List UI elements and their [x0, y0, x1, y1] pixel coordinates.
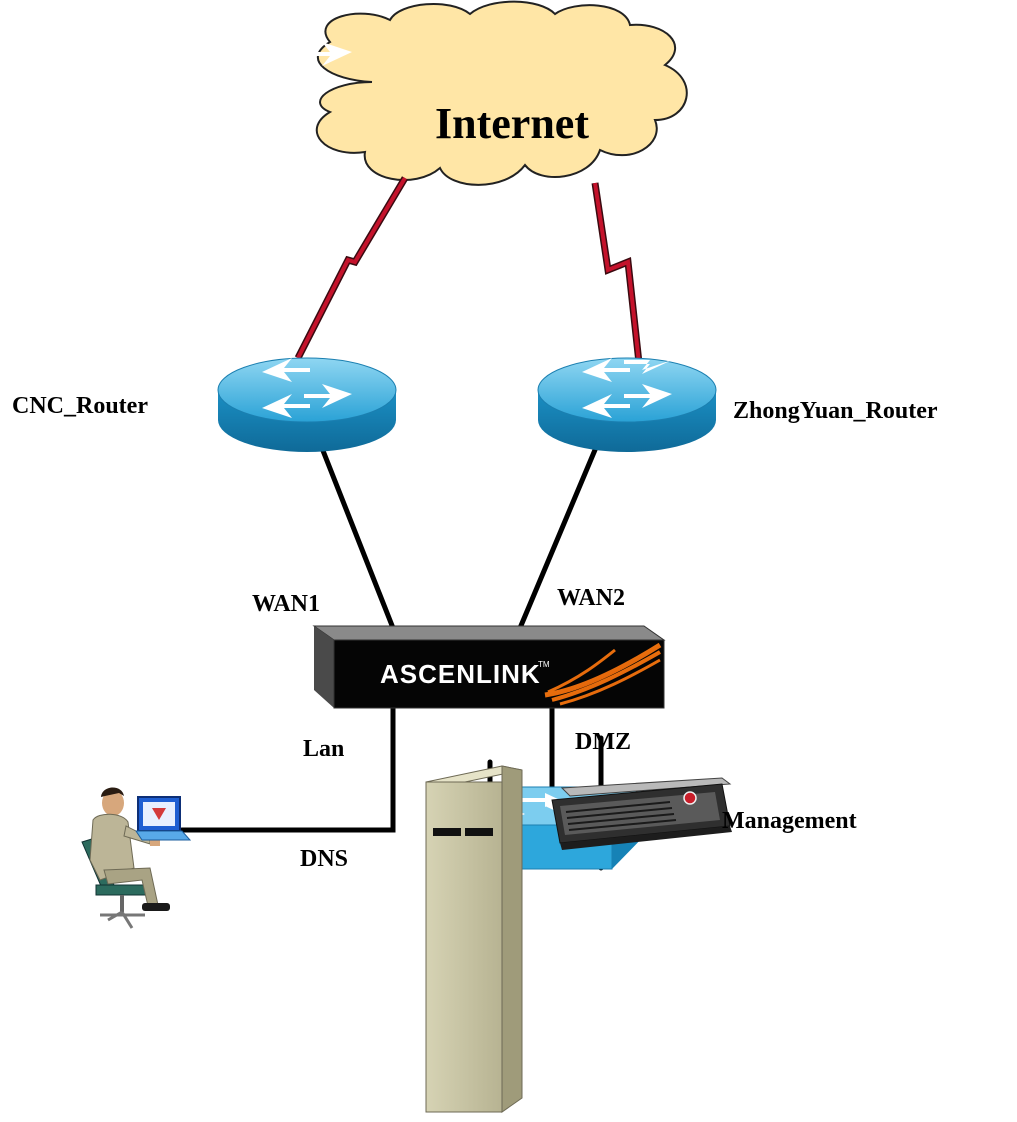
dns-server [425, 765, 523, 1113]
serial-links [294, 176, 644, 373]
lan-label: Lan [303, 736, 344, 762]
management-server [551, 777, 732, 850]
power-led-icon [683, 791, 697, 805]
dmz-label: DMZ [575, 729, 631, 755]
internet-label: Internet [435, 99, 589, 148]
serial-link-zhongyuan [591, 182, 644, 373]
drive-bay-left [433, 828, 461, 836]
laptop-icon [135, 796, 192, 841]
swirl-logo-icon [544, 642, 662, 706]
router-arrows-icon [582, 358, 672, 418]
wan1-label: WAN1 [252, 591, 320, 617]
rack-bezel [560, 792, 720, 835]
rack-bottom [560, 826, 732, 850]
router-zhongyuan [537, 357, 717, 452]
device-trademark: TM [538, 660, 550, 669]
router-arrows-icon [262, 42, 352, 418]
cnc-router-label: CNC_Router [12, 393, 148, 419]
dns-label: DNS [300, 846, 348, 872]
router-cnc-top [217, 357, 397, 423]
pc-user [81, 787, 192, 929]
serial-link-cnc-red [296, 176, 407, 359]
zhongyuan-router-label: ZhongYuan_Router [733, 398, 938, 424]
ascenlink-device: ASCENLINK TM [312, 625, 666, 709]
rack-top [560, 777, 732, 797]
person-icon [89, 787, 170, 911]
wan2-label: WAN2 [557, 585, 625, 611]
router-zhongyuan-top [537, 357, 717, 423]
management-label: Management [722, 808, 857, 834]
cable-cnc-to-wan1 [315, 435, 396, 631]
device-brand-label: ASCENLINK [380, 659, 541, 689]
cable-lan-to-pc [179, 704, 396, 833]
server-front [425, 781, 503, 1113]
rack-vents [565, 801, 677, 831]
cable-zhongyuan-to-wan2 [517, 435, 603, 631]
server-side [501, 765, 523, 1113]
internet-cloud: Internet [315, 0, 688, 186]
cloud-shape [315, 0, 688, 186]
device-left-side [314, 626, 334, 708]
serial-link-zhongyuan-red [593, 182, 642, 373]
device-top [312, 625, 666, 641]
drive-bay-right [465, 828, 493, 836]
router-cnc [217, 42, 397, 452]
